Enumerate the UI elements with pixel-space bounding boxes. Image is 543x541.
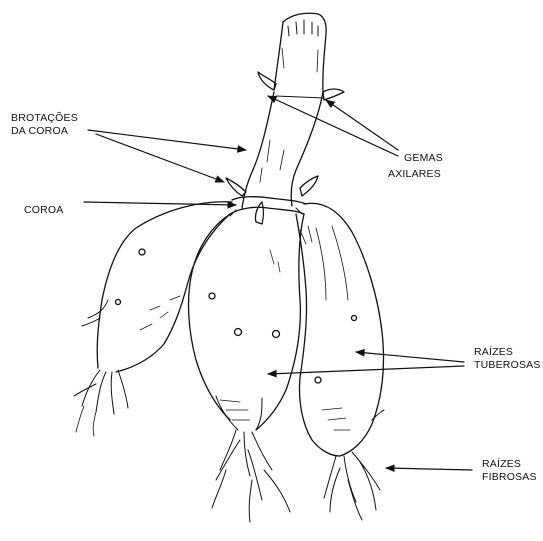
label-raizes-tuberosas: RAÍZES TUBEROSAS <box>474 346 541 372</box>
label-gemas-line2: AXILARES <box>388 168 443 181</box>
stem <box>242 13 326 208</box>
right-tuberous-root <box>296 203 384 520</box>
arrow-tuberosas-right <box>356 352 464 362</box>
label-brotacoes-line2: DA COROA <box>11 125 78 138</box>
label-fibrosas-line1: RAÍZES <box>482 458 537 471</box>
arrow-tuberosas-center <box>268 366 464 374</box>
center-tuberous-root <box>189 214 304 522</box>
arrow-gemas-upper <box>326 100 398 150</box>
arrow-brotacoes-to-crown <box>96 134 224 182</box>
label-gemas-line1: GEMAS <box>388 152 443 165</box>
label-tuberosas-line1: RAÍZES <box>474 346 541 359</box>
arrow-fibrosas <box>386 468 472 470</box>
label-coroa: COROA <box>24 204 64 217</box>
label-tuberosas-line2: TUBEROSAS <box>474 359 541 372</box>
label-gemas-axilares: GEMAS AXILARES <box>388 152 443 181</box>
label-brotacoes-da-coroa: BROTAÇÕES DA COROA <box>11 112 78 138</box>
left-tuberous-root <box>74 202 232 436</box>
axillary-buds <box>258 72 344 100</box>
label-raizes-fibrosas: RAÍZES FIBROSAS <box>482 458 537 484</box>
label-brotacoes-line1: BROTAÇÕES <box>11 112 78 125</box>
label-fibrosas-line2: FIBROSAS <box>482 471 537 484</box>
crown <box>226 176 318 224</box>
